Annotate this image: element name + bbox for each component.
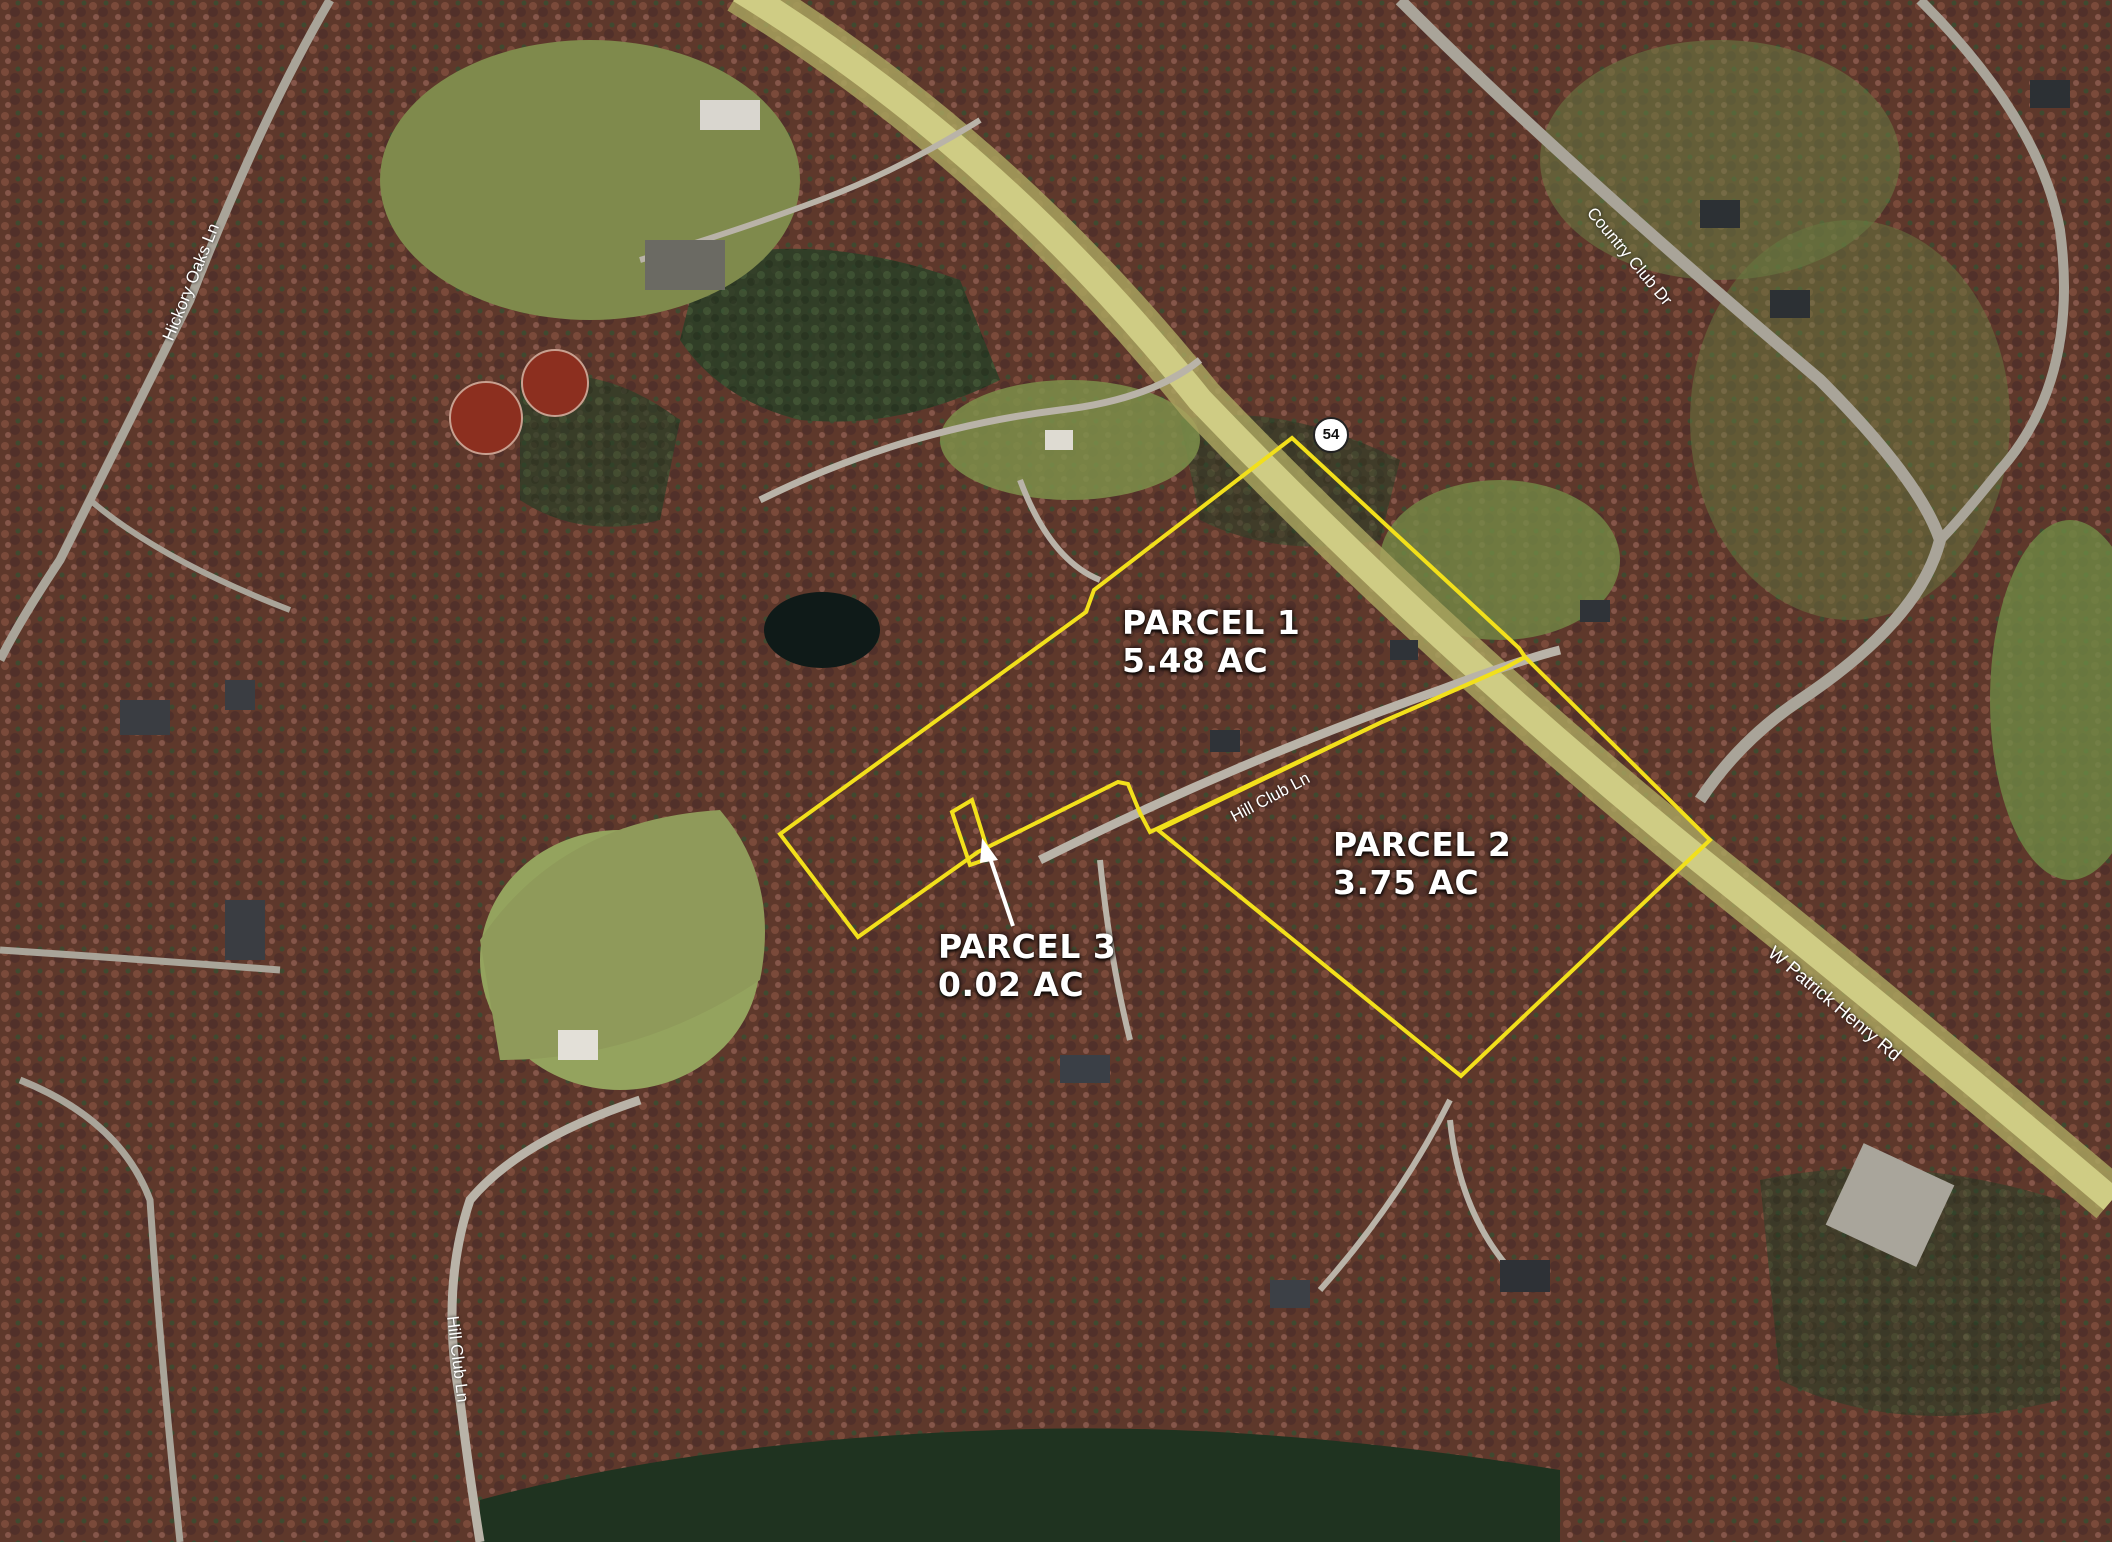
parcel-2-label: PARCEL 2 3.75 AC [1333,826,1511,902]
evergreen-patch [1760,1168,2060,1416]
building [1270,1280,1310,1308]
road-hickory-oaks [0,0,334,663]
parcel-2-name: PARCEL 2 [1333,825,1512,864]
parcel-3-arrow [986,851,1015,927]
highway-surface [733,0,2112,1210]
driveway [0,946,281,974]
building [1390,640,1418,660]
parcel-3-label: PARCEL 3 0.02 AC [938,928,1116,1004]
driveway [1317,1098,1453,1292]
parcel-2-area: 3.75 AC [1333,863,1480,902]
grass-field [1990,520,2112,880]
storage-tank [521,349,589,417]
building [1580,600,1610,622]
grass-field [1690,220,2010,620]
building [1045,430,1073,450]
parcel-3-arrowhead [980,838,998,863]
parcel-2-boundary [1154,654,1713,1079]
parcel-1-name: PARCEL 1 [1122,603,1301,642]
lake-trees [480,1428,1560,1542]
driveway [18,1076,184,1542]
driveway [758,357,1203,504]
building [2030,80,2070,108]
route-54-shield: 54 [1313,417,1349,453]
building [645,240,725,290]
building [1500,1260,1550,1292]
building [1700,200,1740,228]
building [1210,730,1240,752]
road-country-club-loop [1916,0,2069,544]
building [120,700,170,735]
driveway [1097,859,1133,1041]
driveway [88,497,292,613]
building [225,900,265,960]
storage-tank [449,381,523,455]
evergreen-patch [680,248,1000,422]
building [700,100,760,130]
parcel-3-area: 0.02 AC [938,965,1085,1004]
building [558,1030,598,1060]
building [225,680,255,710]
grass-field [380,40,800,320]
parcel-1-area: 5.48 AC [1122,641,1269,680]
pond [764,592,880,668]
building [1770,290,1810,318]
parcel-3-name: PARCEL 3 [938,927,1117,966]
road-country-club [1395,0,1947,804]
substation [1825,1143,1955,1267]
building [1060,1055,1110,1083]
grass-field [1380,480,1620,640]
grass-field [480,810,765,1060]
driveway [1017,478,1102,583]
parcel-1-label: PARCEL 1 5.48 AC [1122,604,1300,680]
road-hill-club-lower [447,1095,642,1542]
